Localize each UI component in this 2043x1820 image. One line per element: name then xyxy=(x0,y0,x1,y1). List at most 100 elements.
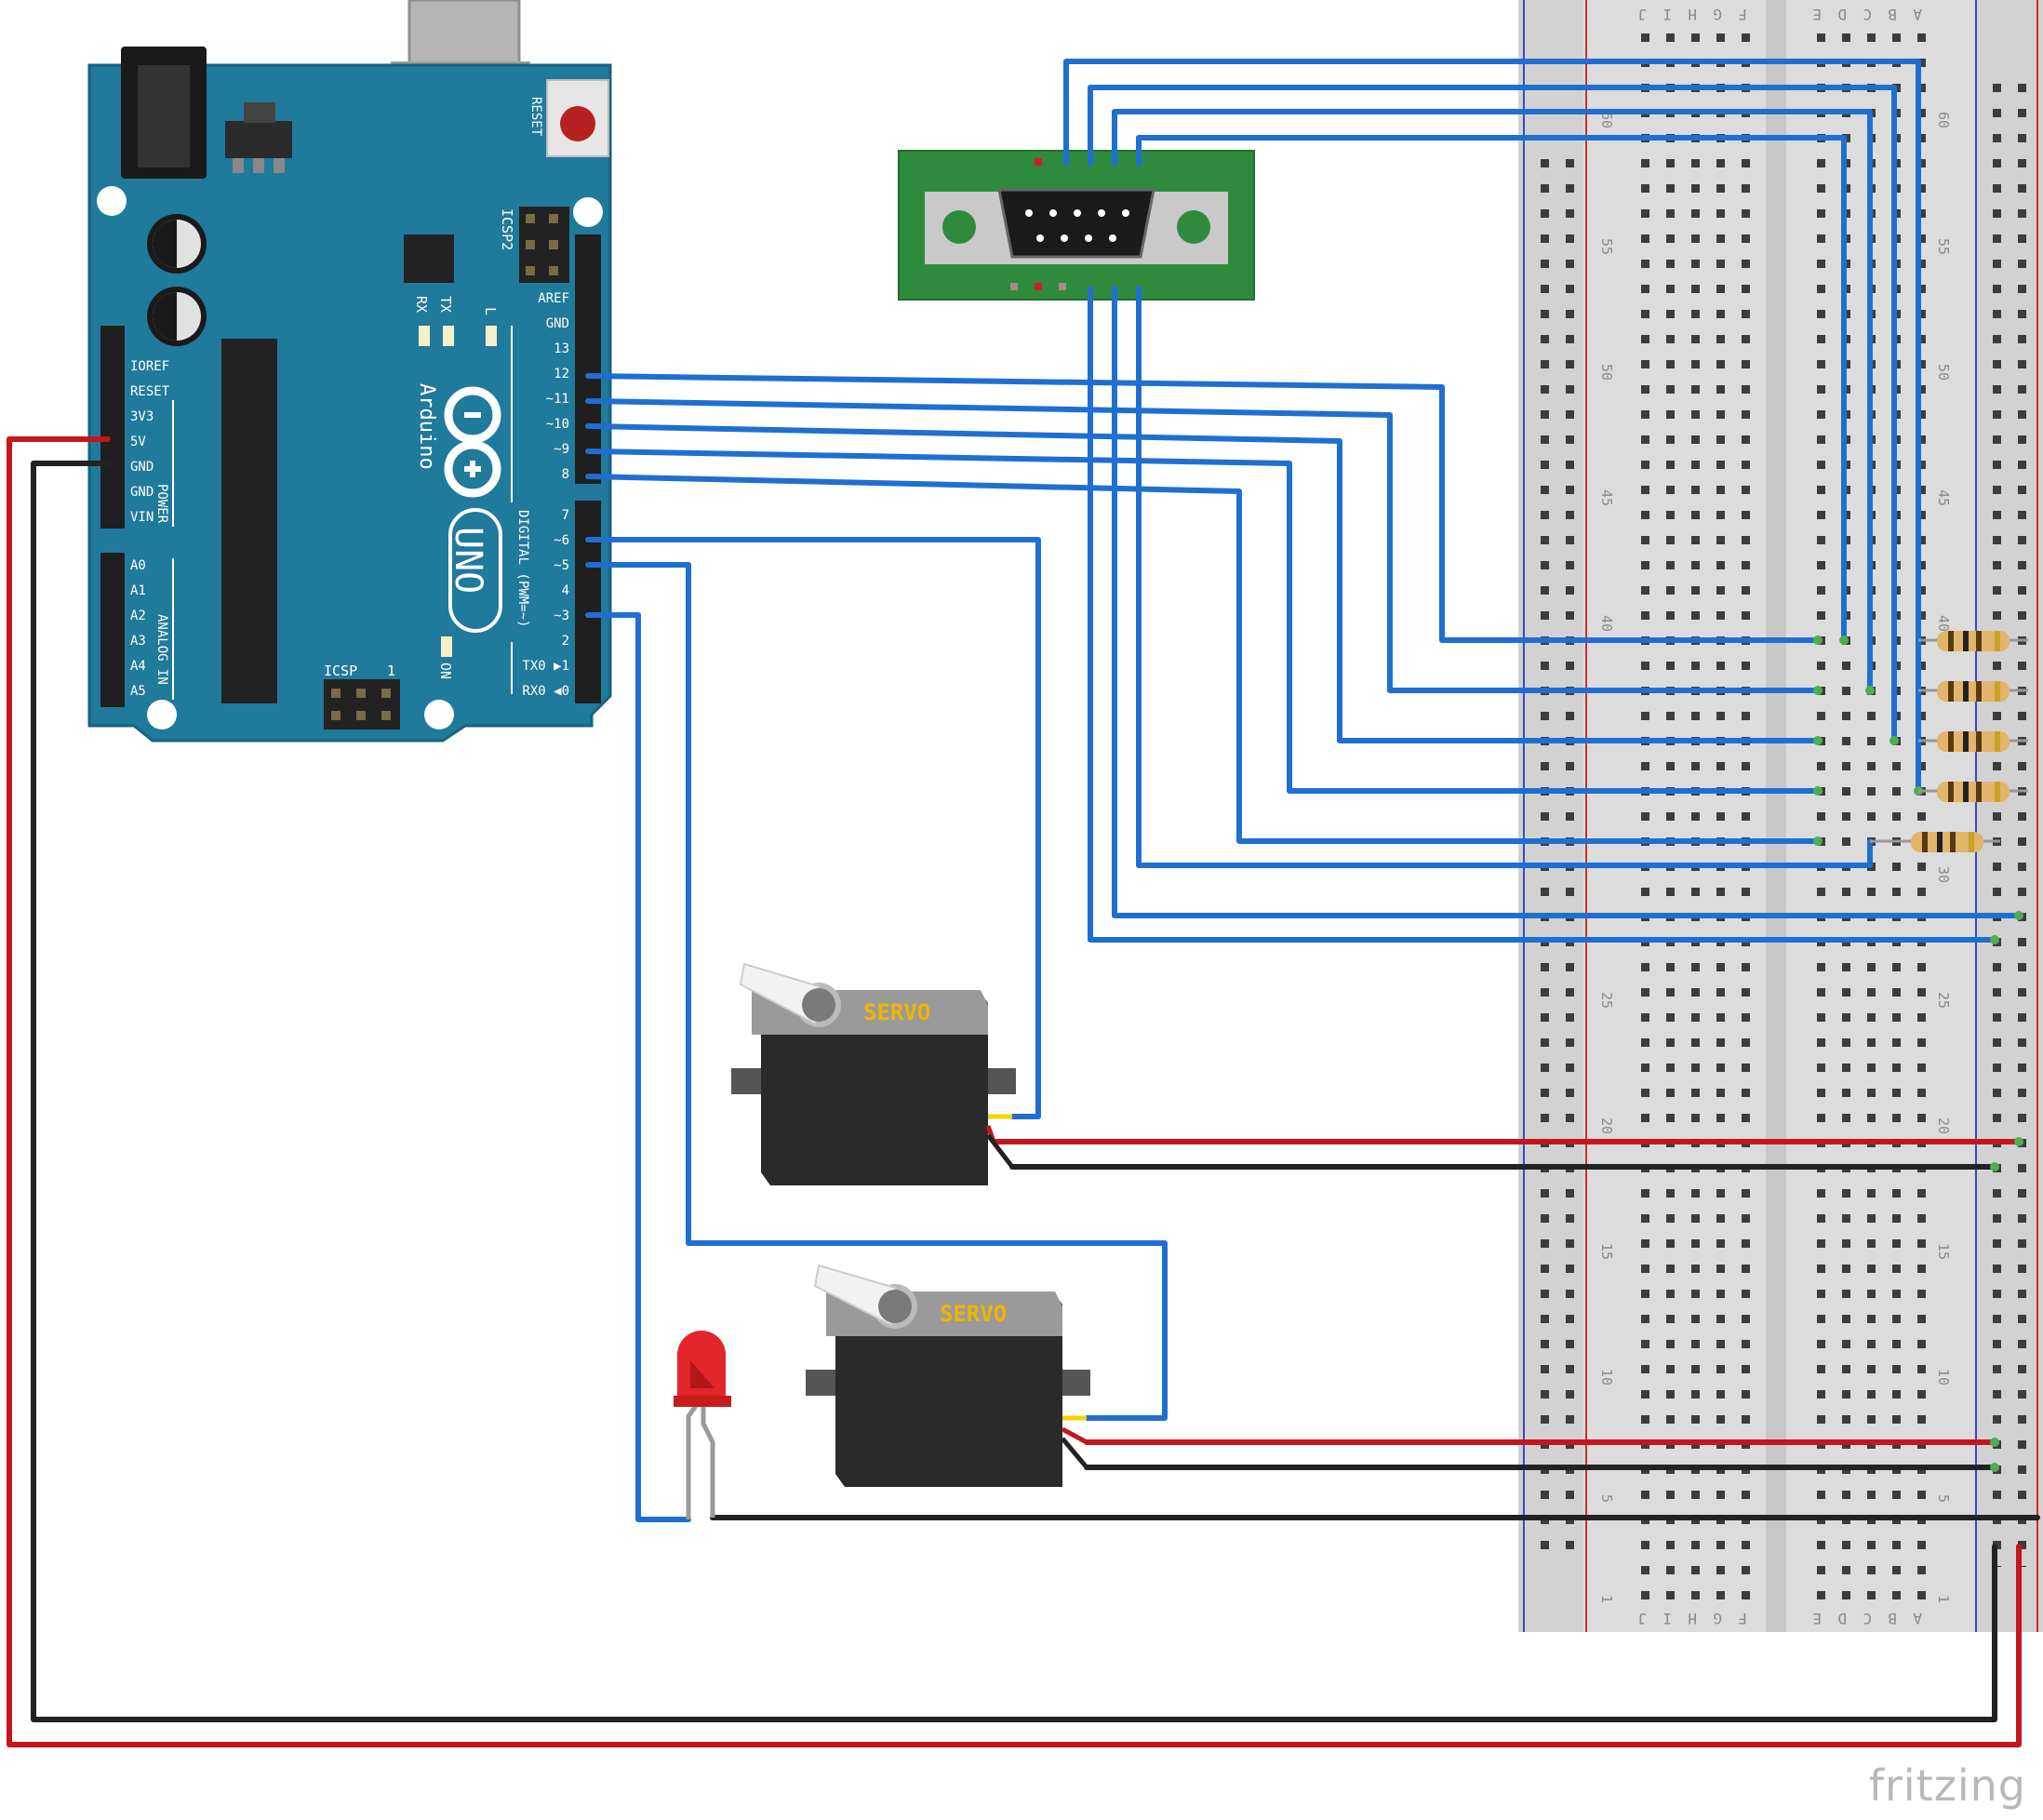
arduino-logo xyxy=(444,386,501,498)
pin-label-8: 8 xyxy=(562,467,569,482)
pin-label-4: 4 xyxy=(562,583,569,598)
arduino-uno-board: RESET ICSP2 ICSP 1 RX TX L ON xyxy=(87,0,612,743)
col-letter-d: D xyxy=(1837,6,1847,23)
row-number-50-left: 50 xyxy=(1598,364,1615,381)
row-number-5-left: 5 xyxy=(1598,1494,1615,1503)
col-letter-d-bottom: D xyxy=(1837,1610,1847,1627)
pin-label-a0: A0 xyxy=(130,558,146,573)
row-number-45-left: 45 xyxy=(1598,489,1615,506)
reset-label: RESET xyxy=(528,97,543,137)
digital-label: DIGITAL (PWM=~) xyxy=(515,510,530,627)
digital-header-top xyxy=(575,234,601,484)
breadboard: J I H G F E D C B A J I H G F E D C B A … xyxy=(1518,0,2043,1632)
servo-1-label: SERVO xyxy=(863,999,930,1025)
row-number-20-left: 20 xyxy=(1598,1117,1615,1134)
row-number-40-left: 40 xyxy=(1598,615,1615,632)
resistor-2 xyxy=(1918,681,2028,702)
on-label: ON xyxy=(437,662,454,679)
resistor-5 xyxy=(1870,832,2000,852)
col-letter-h: H xyxy=(1688,6,1697,23)
col-letter-f: F xyxy=(1738,6,1747,23)
db9-connector xyxy=(997,188,1155,259)
wire-db9-2 xyxy=(1088,85,1897,743)
pin-label-6: ~6 xyxy=(554,533,569,548)
col-letter-i: I xyxy=(1662,6,1672,23)
wire-pin9 xyxy=(585,448,1821,794)
pin-label-a5: A5 xyxy=(130,684,146,699)
resistor-array xyxy=(1870,631,2028,852)
servo-2-label: SERVO xyxy=(940,1301,1007,1327)
servo-motor-1: SERVO xyxy=(731,962,1016,1185)
pin-label-a4: A4 xyxy=(130,659,146,674)
row-number-55-right: 55 xyxy=(1935,238,1952,255)
row-number-1-right: 1 xyxy=(1935,1595,1952,1603)
col-letter-j: J xyxy=(1637,6,1647,23)
wire-db9-7 xyxy=(1088,286,1997,943)
row-number-30-right: 30 xyxy=(1935,866,1952,883)
db9-breakout-board xyxy=(898,150,1255,301)
wire-pin5 xyxy=(585,562,1168,1421)
icsp2-label: ICSP2 xyxy=(499,208,515,250)
icsp-pin1-label: 1 xyxy=(387,662,395,679)
l-label: L xyxy=(482,307,499,315)
col-letter-i-bottom: I xyxy=(1662,1610,1672,1627)
pin-label-9: ~9 xyxy=(554,442,569,457)
power-rail-right xyxy=(1980,78,2030,1567)
resistor-3 xyxy=(1918,731,2028,752)
wire-pin3 xyxy=(585,612,691,1522)
col-letter-h-bottom: H xyxy=(1688,1610,1697,1627)
wire-gnd xyxy=(31,461,1997,1722)
power-header xyxy=(100,326,125,529)
wire-db9-3 xyxy=(1112,109,1873,693)
row-number-45-right: 45 xyxy=(1935,489,1952,506)
col-letter-j-bottom: J xyxy=(1637,1610,1647,1627)
pin-label-12: 12 xyxy=(554,367,569,381)
pin-label-0: RX0 ◀0 xyxy=(522,684,569,699)
resistor-4 xyxy=(1918,782,2028,802)
pin-label-3: ~3 xyxy=(554,609,569,623)
wire-pin6 xyxy=(585,537,1041,1119)
pin-label-13: 13 xyxy=(554,341,569,356)
pin-label-gnd1: GND xyxy=(130,460,154,475)
row-number-50-right: 50 xyxy=(1935,364,1952,381)
wire-5v xyxy=(7,436,2022,1747)
row-number-60-right: 60 xyxy=(1935,112,1952,128)
col-letter-c: C xyxy=(1863,6,1872,23)
col-letter-a-bottom: A xyxy=(1913,1610,1922,1627)
fritzing-brand-mark: fritzing xyxy=(1868,1760,2026,1811)
col-letter-b: B xyxy=(1888,6,1897,23)
pin-label-a1: A1 xyxy=(130,583,146,598)
row-number-1-left: 1 xyxy=(1598,1595,1615,1603)
wire-db9-5 xyxy=(1136,286,1873,868)
brand-label: Arduino xyxy=(415,383,438,470)
col-letter-f-bottom: F xyxy=(1738,1610,1747,1627)
power-rail-left xyxy=(1533,149,1583,1563)
pin-label-1: TX0 ▶1 xyxy=(522,659,569,674)
pin-label-reset: RESET xyxy=(130,384,170,399)
pin-label-10: ~10 xyxy=(546,417,569,432)
reset-button[interactable] xyxy=(560,106,595,141)
row-number-20-right: 20 xyxy=(1935,1117,1952,1134)
col-letter-a: A xyxy=(1913,6,1922,23)
model-label: UNO xyxy=(447,527,489,594)
row-number-25-right: 25 xyxy=(1935,992,1952,1009)
row-number-55-left: 55 xyxy=(1598,238,1615,255)
col-letter-c-bottom: C xyxy=(1863,1610,1872,1627)
row-number-10-right: 10 xyxy=(1935,1369,1952,1385)
red-led xyxy=(674,1331,731,1519)
wire-pin8 xyxy=(585,474,1821,844)
servo-motor-2: SERVO xyxy=(806,1264,1090,1487)
icsp-label: ICSP xyxy=(324,662,357,679)
pin-label-aref: AREF xyxy=(538,291,569,306)
col-letter-g-bottom: G xyxy=(1713,1610,1722,1627)
tx-label: TX xyxy=(437,296,454,313)
wire-db9-4 xyxy=(1136,135,1847,643)
col-letter-b-bottom: B xyxy=(1888,1610,1897,1627)
pin-label-vin: VIN xyxy=(130,510,154,525)
pin-label-a2: A2 xyxy=(130,609,146,623)
resistor-1 xyxy=(1918,631,2028,651)
pin-label-5: ~5 xyxy=(554,558,569,573)
row-number-25-left: 25 xyxy=(1598,992,1615,1009)
pin-label-7: 7 xyxy=(562,508,569,523)
analog-label: ANALOG IN xyxy=(154,614,169,685)
